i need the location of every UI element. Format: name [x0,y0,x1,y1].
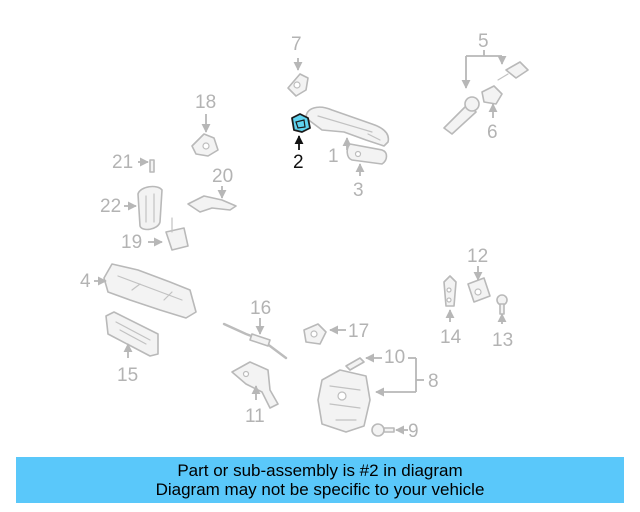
part-label-9: 9 [408,421,419,442]
part-19-actuator: 19 [121,217,189,253]
part-label-10: 10 [384,347,405,368]
part-4-trim-frame: 4 [80,263,197,319]
part-22-inside-handle: 22 [100,185,163,231]
part-label-17: 17 [348,321,369,342]
part-label-14: 14 [440,327,462,348]
part-11-latch-bracket: 11 [231,361,279,427]
part-label-18: 18 [195,92,216,113]
part-label-20: 20 [212,166,233,187]
part-8-door-latch: 10 8 [317,347,439,433]
part-16-lock-rod: 16 [222,298,288,360]
part-label-6: 6 [487,122,498,143]
part-13-bolt: 13 [492,294,513,351]
part-9-latch-screw: 9 [371,421,419,442]
part-18-bracket: 18 [191,92,219,157]
info-banner: Part or sub-assembly is #2 in diagram Di… [16,457,624,503]
part-label-19: 19 [121,232,142,253]
part-label-2: 2 [293,152,304,173]
part-2-handle-cap-highlighted: 2 [291,113,311,173]
part-label-7: 7 [291,34,302,55]
part-label-3: 3 [353,180,364,201]
part-label-16: 16 [250,298,271,319]
part-label-22: 22 [100,196,121,217]
part-label-11: 11 [245,406,265,427]
banner-line-2: Diagram may not be specific to your vehi… [155,480,485,499]
parts-diagram: 7 1 2 3 5 6 [80,31,529,442]
part-label-21: 21 [112,152,133,173]
part-label-8: 8 [428,371,439,392]
part-label-12: 12 [467,246,488,267]
part-12-striker: 12 [467,246,491,303]
part-7-bracket: 7 [287,34,309,97]
banner-line-1: Part or sub-assembly is #2 in diagram [177,461,463,480]
part-label-4: 4 [80,271,91,292]
part-label-5: 5 [478,31,489,52]
part-21-pin: 21 [112,152,155,173]
part-3-handle-pad: 3 [346,143,388,201]
part-17-clip: 17 [303,321,369,345]
part-label-15: 15 [117,365,138,386]
part-14-shim: 14 [440,275,462,348]
part-label-1: 1 [328,146,339,167]
part-15-inner-panel: 15 [105,311,159,386]
part-20-linkage: 20 [187,166,237,213]
part-label-13: 13 [492,330,513,351]
part-5-6-lock-cylinder: 5 6 [443,31,529,143]
